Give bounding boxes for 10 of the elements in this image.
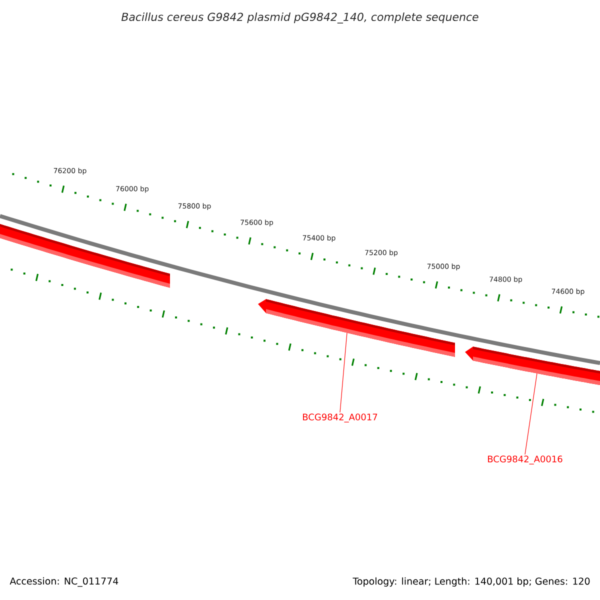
gene-arrow [0,224,170,288]
title: Bacillus cereus G9842 plasmid pG9842_140, complete sequence [121,12,478,24]
leader-line [524,373,538,455]
gene-arrow [258,299,455,357]
gene-arrow [465,346,600,386]
leader-line [340,332,348,413]
gene-label: BCG9842_A0016 [488,456,562,464]
footer-text: Accession: NC_011774 [10,577,118,587]
gene-label: BCG9842_A0017 [303,414,378,422]
footer-text: Topology: linear; Length: 140,001 bp; Genes: 120 [352,577,590,587]
